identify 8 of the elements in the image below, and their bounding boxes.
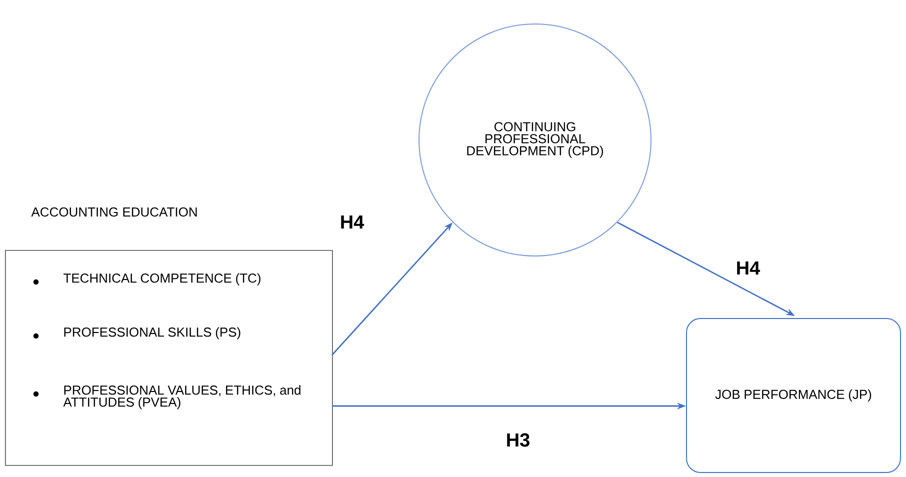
rounded-box: JOB PERFORMANCE (JP): [686, 318, 901, 473]
edge-label: H3: [504, 432, 532, 448]
list-item: TECHNICAL COMPETENCE (TC): [33, 273, 260, 286]
edge-label: H4: [734, 260, 762, 276]
list-item: PROFESSIONAL VALUES, ETHICS, and ATTITUDES (PVEA): [33, 385, 300, 410]
heading: ACCOUNTING EDUCATION: [31, 207, 197, 217]
list-item: PROFESSIONAL SKILLS (PS): [33, 327, 240, 340]
edge-label: H4: [338, 214, 366, 230]
